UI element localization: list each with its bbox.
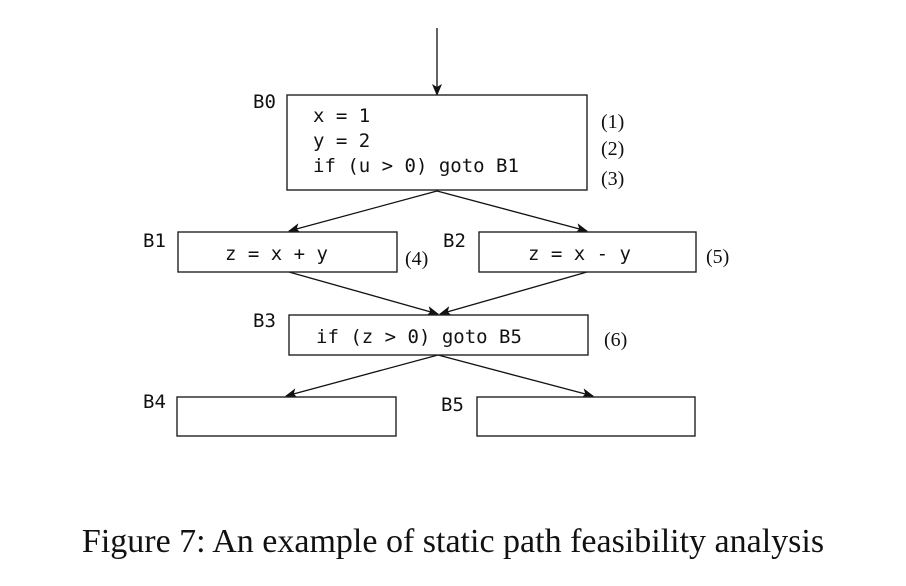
b2-code: z = x - y xyxy=(528,243,631,265)
block-b4 xyxy=(176,396,397,437)
block-b0 xyxy=(286,94,588,191)
edge-b3-to-b5 xyxy=(437,354,594,399)
block-b2 xyxy=(478,231,697,273)
edge-b2-to-b3 xyxy=(439,271,588,316)
statement-number-3: (3) xyxy=(601,168,624,190)
b1-code: z = x + y xyxy=(225,243,328,265)
statement-number-5: (5) xyxy=(706,246,729,268)
block-b3 xyxy=(288,314,589,356)
statement-number-1: (1) xyxy=(601,111,624,133)
block-label-b1: B1 xyxy=(143,230,166,252)
b0-line-1: x = 1 xyxy=(313,105,370,127)
edge-b1-to-b3 xyxy=(288,271,439,316)
statement-number-6: (6) xyxy=(604,329,627,351)
block-label-b3: B3 xyxy=(253,310,276,332)
edge-b3-to-b4 xyxy=(285,354,439,398)
b0-line-3: if (u > 0) goto B1 xyxy=(313,155,519,177)
block-label-b0: B0 xyxy=(253,91,276,113)
b0-line-2: y = 2 xyxy=(313,130,370,152)
statement-number-4: (4) xyxy=(405,248,428,270)
block-b1 xyxy=(177,231,398,273)
statement-number-2: (2) xyxy=(601,138,624,160)
block-b5 xyxy=(476,396,696,437)
b3-code: if (z > 0) goto B5 xyxy=(316,326,522,348)
block-label-b5: B5 xyxy=(441,394,464,416)
edge-b0-to-b1 xyxy=(288,190,438,233)
figure-caption: Figure 7: An example of static path feas… xyxy=(82,523,824,560)
block-label-b4: B4 xyxy=(143,391,166,413)
edge-b0-to-b2 xyxy=(436,190,588,233)
block-label-b2: B2 xyxy=(443,230,466,252)
